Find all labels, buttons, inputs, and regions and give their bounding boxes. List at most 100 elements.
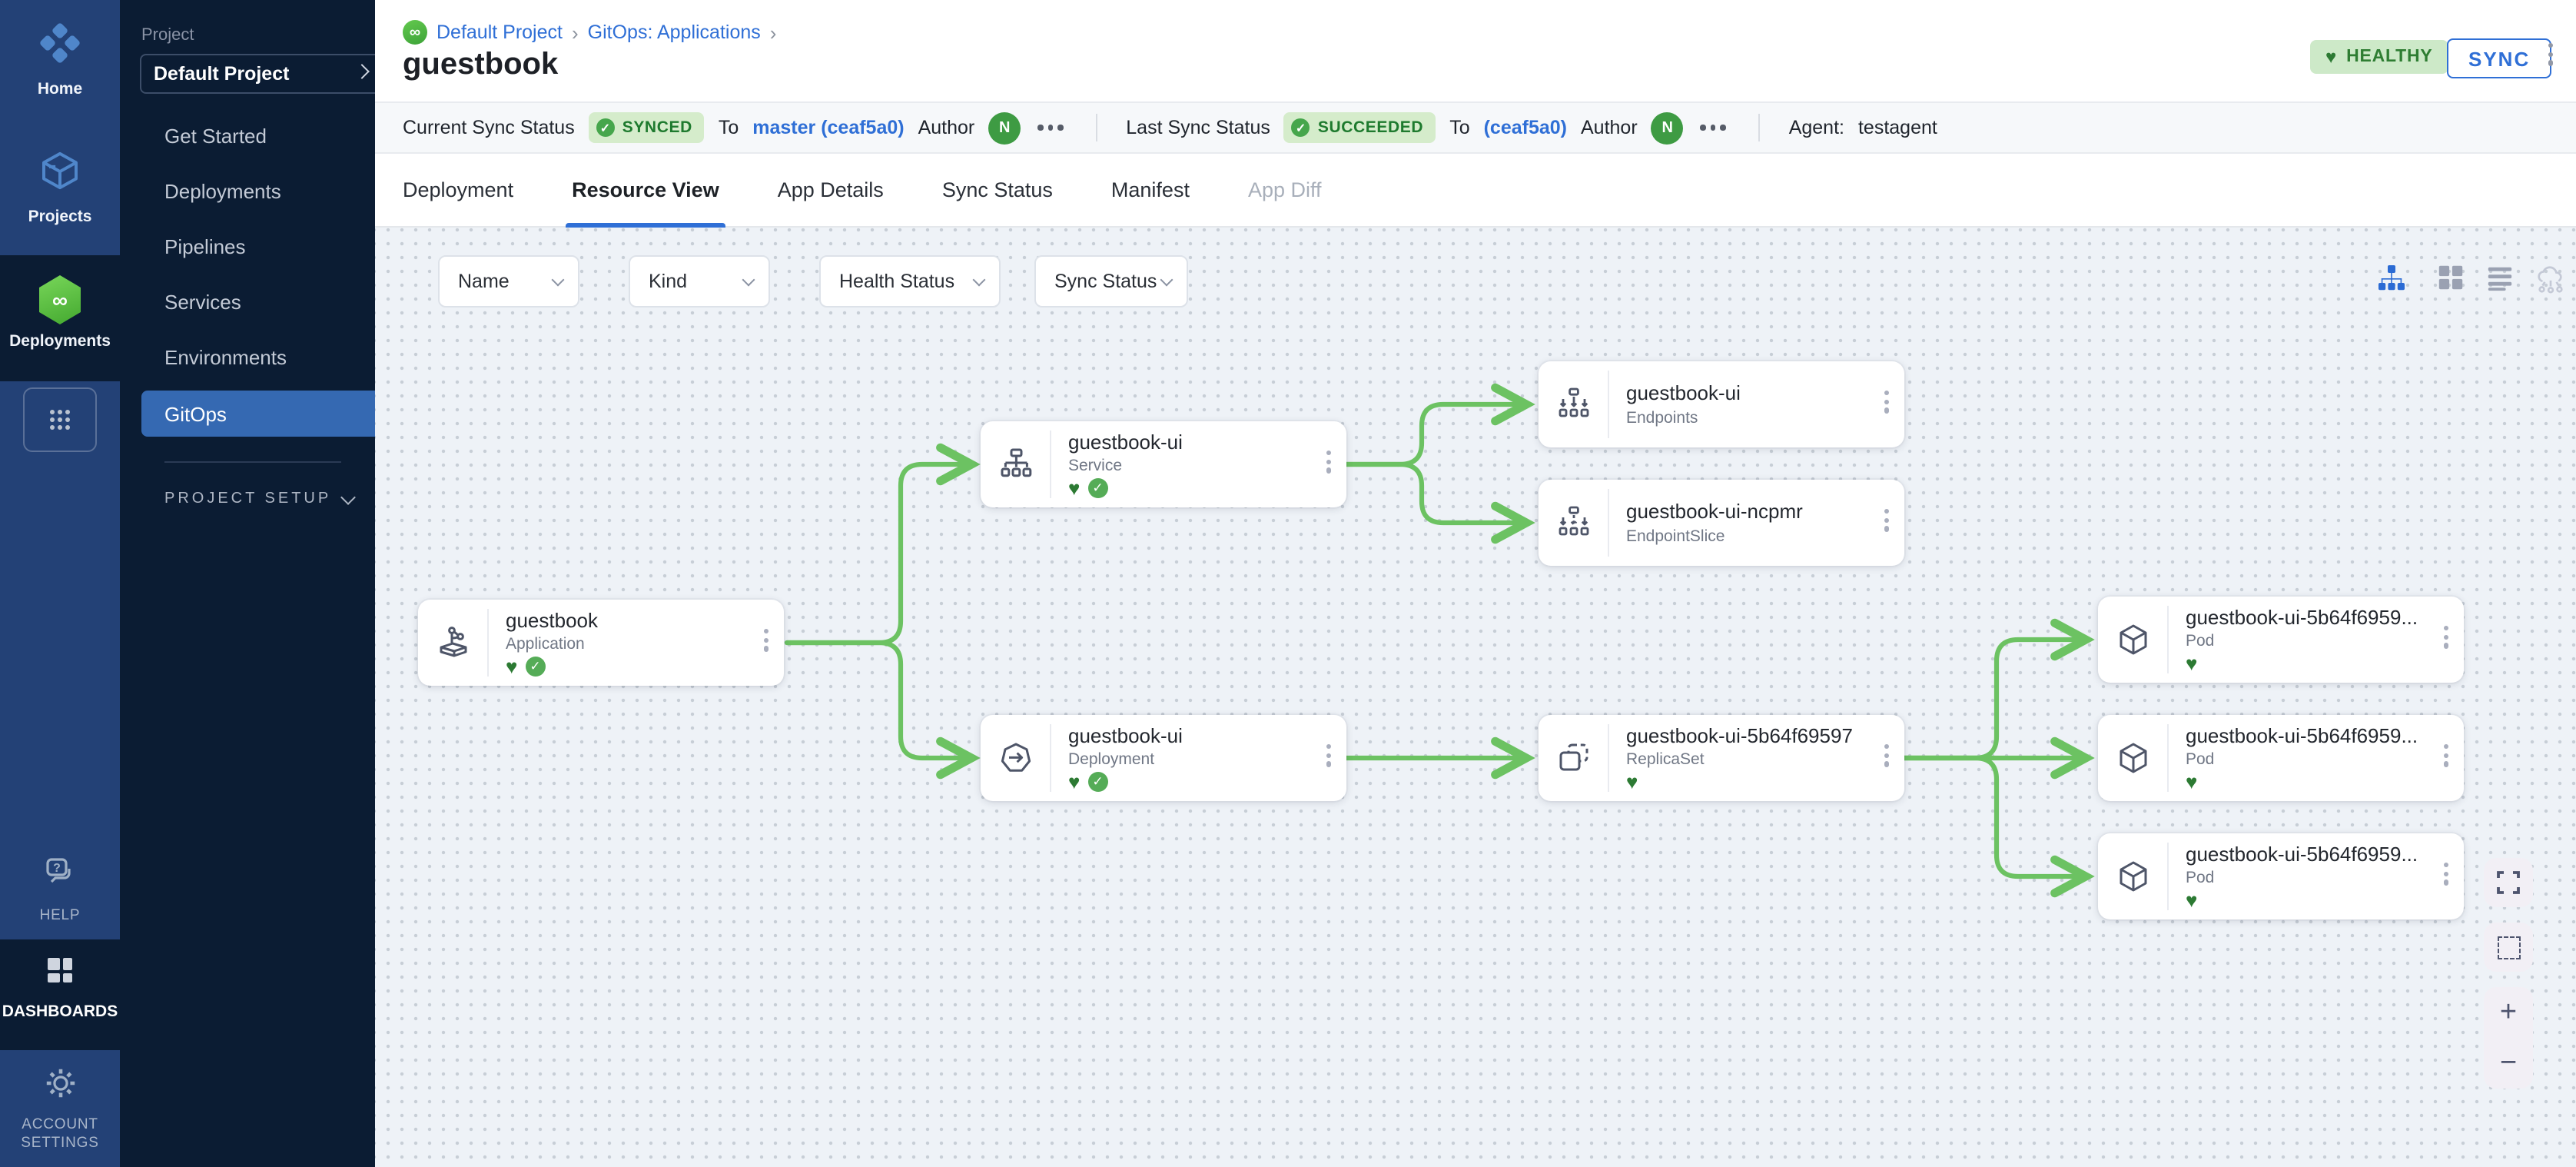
node-menu-kebab[interactable]	[2441, 623, 2452, 651]
node-name: guestbook	[506, 609, 598, 632]
project-setup-toggle[interactable]: PROJECT SETUP	[164, 489, 356, 507]
cloud-view-icon[interactable]	[2535, 263, 2565, 294]
breadcrumb-gitops-applications[interactable]: GitOps: Applications	[587, 22, 761, 43]
node-pod-2[interactable]: guestbook-ui-5b64f6959... Pod ♥	[2098, 715, 2464, 801]
tree-view-icon[interactable]	[2376, 263, 2407, 294]
node-pod-1[interactable]: guestbook-ui-5b64f6959... Pod ♥	[2098, 597, 2464, 683]
project-selector[interactable]: Default Project	[140, 54, 375, 94]
to-label: To	[1449, 117, 1470, 138]
author-label: Author	[1581, 117, 1638, 138]
sidebar-item-deployments[interactable]: Deployments	[164, 179, 281, 202]
last-sync-status-label: Last Sync Status	[1126, 117, 1270, 138]
node-service-guestbook-ui[interactable]: guestbook-ui Service ♥✓	[981, 421, 1346, 507]
filter-name[interactable]: Name	[438, 255, 579, 308]
node-menu-kebab[interactable]	[1881, 506, 1892, 534]
more-dots-icon[interactable]	[1700, 125, 1726, 131]
node-pod-3[interactable]: guestbook-ui-5b64f6959... Pod ♥	[2098, 833, 2464, 919]
zoom-control: + −	[2484, 987, 2533, 1089]
zoom-out-button[interactable]: −	[2499, 1046, 2518, 1079]
node-replicaset-guestbook-ui-5b64f69597[interactable]: guestbook-ui-5b64f69597 ReplicaSet ♥	[1539, 715, 1904, 801]
tab-deployment[interactable]: Deployment	[403, 178, 514, 201]
sidebar-item-pipelines[interactable]: Pipelines	[164, 234, 246, 258]
node-menu-kebab[interactable]	[2441, 859, 2452, 888]
node-endpointslice-guestbook-ui-ncpmr[interactable]: guestbook-ui-ncpmr EndpointSlice	[1539, 480, 1904, 566]
gear-icon	[42, 1066, 78, 1109]
sidebar-item-get-started[interactable]: Get Started	[164, 124, 267, 147]
gitops-icon: ∞	[403, 20, 427, 45]
node-kind: Pod	[2186, 632, 2215, 650]
node-deployment-guestbook-ui[interactable]: guestbook-ui Deployment ♥✓	[981, 715, 1346, 801]
node-kind: Pod	[2186, 750, 2215, 769]
replicaset-icon	[1539, 715, 1608, 801]
tab-app-details[interactable]: App Details	[777, 178, 884, 201]
tab-app-diff: App Diff	[1247, 178, 1322, 201]
list-view-icon[interactable]	[2485, 263, 2516, 294]
node-menu-kebab[interactable]	[2441, 741, 2452, 770]
node-name: guestbook-ui-5b64f6959...	[2186, 606, 2418, 629]
filter-kind[interactable]: Kind	[629, 255, 770, 308]
healthy-heart-icon: ♥	[2186, 888, 2198, 911]
breadcrumb-default-project[interactable]: Default Project	[437, 22, 563, 43]
author-label: Author	[918, 117, 975, 138]
pod-cube-icon	[2098, 715, 2167, 801]
projects-cube-icon	[38, 149, 81, 200]
succeeded-badge: ✓ SUCCEEDED	[1283, 112, 1436, 143]
sidebar-divider	[164, 461, 341, 463]
nav-help[interactable]: ? HELP	[0, 855, 120, 926]
help-chat-icon: ?	[41, 855, 78, 899]
pod-cube-icon	[2098, 597, 2167, 683]
nav-home-label: Home	[37, 80, 83, 98]
node-menu-kebab[interactable]	[761, 626, 772, 654]
home-icon	[38, 22, 81, 72]
filter-sync-status[interactable]: Sync Status	[1034, 255, 1188, 308]
last-revision-link[interactable]: (ceaf5a0)	[1483, 117, 1567, 138]
sidebar-item-environments[interactable]: Environments	[164, 345, 287, 368]
current-revision-link[interactable]: master (ceaf5a0)	[752, 117, 905, 138]
author-avatar[interactable]: N	[988, 111, 1021, 144]
node-menu-kebab[interactable]	[1323, 447, 1334, 476]
node-kind: Deployment	[1068, 750, 1155, 769]
project-section-label: Project	[141, 26, 194, 45]
zoom-in-button[interactable]: +	[2499, 996, 2518, 1028]
author-avatar[interactable]: N	[1651, 111, 1684, 144]
node-kind: Application	[506, 635, 585, 653]
selection-mode-button[interactable]	[2484, 923, 2533, 972]
sync-button[interactable]: SYNC	[2447, 38, 2552, 78]
node-menu-kebab[interactable]	[1881, 741, 1892, 770]
module-grid-button[interactable]	[0, 387, 120, 452]
synced-check-icon: ✓	[1087, 772, 1108, 792]
tab-sync-status[interactable]: Sync Status	[941, 178, 1053, 201]
service-icon	[981, 421, 1050, 507]
divider	[1758, 114, 1760, 141]
nav-dashboards[interactable]: DASHBOARDS	[0, 953, 120, 1021]
sidebar-item-services[interactable]: Services	[164, 290, 241, 313]
check-icon: ✓	[1291, 118, 1310, 137]
filter-health-status[interactable]: Health Status	[819, 255, 1001, 308]
node-menu-kebab[interactable]	[1323, 741, 1334, 770]
nav-deployments[interactable]: ∞ Deployments	[0, 275, 120, 351]
app-menu-kebab[interactable]	[2545, 40, 2556, 68]
breadcrumb-separator: ›	[571, 21, 579, 44]
node-endpoints-guestbook-ui[interactable]: guestbook-ui Endpoints	[1539, 361, 1904, 447]
fullscreen-button[interactable]	[2484, 858, 2533, 907]
page-title: guestbook	[403, 48, 559, 81]
nav-projects-label: Projects	[28, 208, 92, 226]
grid-view-icon[interactable]	[2436, 263, 2467, 294]
node-menu-kebab[interactable]	[1881, 387, 1892, 416]
nav-dashboards-label: DASHBOARDS	[2, 1002, 118, 1021]
tab-resource-view[interactable]: Resource View	[566, 153, 725, 227]
nav-projects[interactable]: Projects	[0, 149, 120, 226]
nav-deployments-label: Deployments	[9, 332, 111, 351]
node-kind: Endpoints	[1626, 409, 1698, 427]
node-application-guestbook[interactable]: guestbook Application ♥✓	[418, 600, 784, 686]
project-sidebar: Project Default Project Get Started Depl…	[120, 0, 375, 1167]
nav-home[interactable]: Home	[0, 22, 120, 98]
more-dots-icon[interactable]	[1037, 125, 1064, 131]
endpointslice-icon	[1539, 480, 1608, 566]
node-kind: EndpointSlice	[1626, 527, 1725, 546]
node-name: guestbook-ui-5b64f6959...	[2186, 724, 2418, 747]
agent-value: testagent	[1857, 117, 1937, 138]
tab-manifest[interactable]: Manifest	[1110, 178, 1190, 201]
sidebar-item-gitops[interactable]: GitOps	[141, 391, 375, 437]
